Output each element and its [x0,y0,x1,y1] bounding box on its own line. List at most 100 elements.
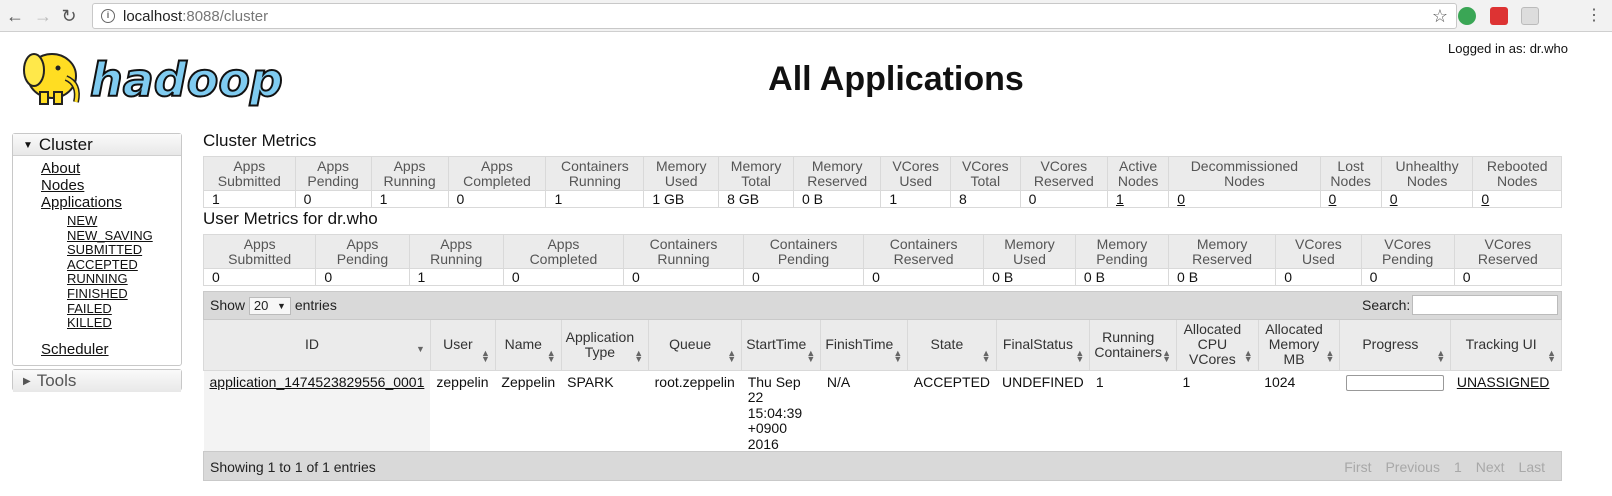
sidebar-state-killed[interactable]: KILLED [67,315,112,331]
page-title: All Applications [768,60,1024,98]
sidebar-state-new-saving[interactable]: NEW_SAVING [67,227,153,243]
app-start-time-line: 2016 [747,435,779,452]
sidebar-state-running[interactable]: RUNNING [67,271,128,287]
todoist-extension-icon[interactable] [1490,7,1508,25]
sidebar-cluster-header[interactable]: ▼Cluster [13,134,181,156]
cast-extension-icon[interactable] [1521,7,1539,25]
sort-icon: ▲▼ [481,347,490,364]
column-header-starttime[interactable]: StartTime▲▼ [741,320,822,371]
column-header-finishtime[interactable]: FinishTime▲▼ [820,320,909,371]
sidebar-state-accepted[interactable]: ACCEPTED [67,256,138,272]
um-value-apps-pending: 0 [315,268,410,286]
app-state: ACCEPTED [913,373,991,390]
menu-icon[interactable]: ⋮ [1586,7,1602,24]
cell-tracking-ui: UNASSIGNED [1450,370,1562,456]
column-header-id[interactable]: ID▼ [203,320,431,371]
sort-icon: ▲▼ [1325,347,1335,364]
pager-first[interactable]: First [1344,459,1372,475]
cm-value-vcores-used: 1 [880,190,951,208]
cell-name: Zeppelin [495,370,562,456]
cm-value-apps-pending: 0 [294,190,372,208]
extension-icon[interactable] [1458,7,1476,25]
url-text: localhost:8088/cluster [123,8,269,25]
cm-value-memory-total: 8 GB [718,190,794,208]
sort-icon: ▲▼ [1547,347,1556,364]
um-value-containers-running: 0 [622,268,745,286]
cm-value-vcores-total: 8 [949,190,1021,208]
cm-value-rebooted-nodes[interactable]: 0 [1472,190,1562,208]
um-value-apps-running: 1 [408,268,504,286]
search-input[interactable] [1412,295,1558,315]
um-value-containers-pending: 0 [743,268,865,286]
sidebar-tools-panel: ▶Tools [12,369,182,392]
sort-icon: ▲▼ [893,347,903,364]
app-running-containers: 1 [1095,373,1104,390]
pager-1[interactable]: 1 [1453,459,1462,475]
sidebar-state-new[interactable]: NEW [67,213,98,228]
cell-running-containers: 1 [1089,370,1177,456]
app-id-link[interactable]: application_1474523829556_0001 [209,373,425,390]
info-icon[interactable]: i [101,9,115,23]
column-header-state[interactable]: State▲▼ [907,320,997,371]
cell-allocated-memory: 1024 [1258,370,1340,456]
app-tracking-link[interactable]: UNASSIGNED [1456,373,1550,390]
forward-icon[interactable]: → [34,6,52,26]
um-value-apps-submitted: 0 [202,268,317,286]
sidebar-link-applications[interactable]: Applications [41,194,122,211]
pager-last[interactable]: Last [1518,459,1545,475]
column-header-tracking-ui[interactable]: Tracking UI▲▼ [1450,320,1562,371]
cm-value-lost-nodes[interactable]: 0 [1319,190,1382,208]
cm-value-vcores-reserved: 0 [1019,190,1109,208]
dropdown-caret-icon: ▼ [277,301,286,312]
sidebar-link-scheduler[interactable]: Scheduler [41,340,109,358]
app-queue: root.zeppelin [654,373,735,390]
sidebar-state-submitted[interactable]: SUBMITTED [67,242,143,258]
back-icon[interactable]: ← [6,6,24,26]
column-header-user[interactable]: User▲▼ [429,320,496,371]
pager-next[interactable]: Next [1475,459,1505,475]
um-value-apps-completed: 0 [502,268,624,286]
sidebar-state-finished[interactable]: FINISHED [67,285,128,301]
column-header-finalstatus[interactable]: FinalStatus▲▼ [995,320,1091,371]
address-bar[interactable]: i localhost:8088/cluster ☆ [92,3,1457,29]
cm-value-decommissioned-nodes[interactable]: 0 [1168,190,1321,208]
sidebar-tools-header[interactable]: ▶Tools [13,370,181,392]
entries-length-control: Show 20▼ entries [210,297,337,316]
pager-previous[interactable]: Previous [1385,459,1440,475]
column-header-queue[interactable]: Queue▲▼ [648,320,743,371]
sidebar-cluster-panel: ▼Cluster About Nodes Applications NEW NE… [12,133,182,366]
cm-value-active-nodes[interactable]: 1 [1106,190,1170,208]
sidebar-link-nodes[interactable]: Nodes [41,177,85,194]
app-type: SPARK [567,373,614,390]
bookmark-star-icon[interactable]: ☆ [1431,6,1448,26]
app-finish-time: N/A [826,373,851,390]
cm-value-unhealthy-nodes[interactable]: 0 [1380,190,1474,208]
sort-icon: ▲▼ [727,347,737,364]
user-metrics-title: User Metrics for dr.who [203,209,378,228]
column-header-name[interactable]: Name▲▼ [494,320,562,371]
column-header-progress[interactable]: Progress▲▼ [1339,320,1452,371]
sidebar-state-failed[interactable]: FAILED [67,300,112,316]
sidebar-link-about[interactable]: About [41,160,81,177]
reload-icon[interactable]: ↻ [61,6,77,26]
entries-select[interactable]: 20▼ [248,297,291,316]
